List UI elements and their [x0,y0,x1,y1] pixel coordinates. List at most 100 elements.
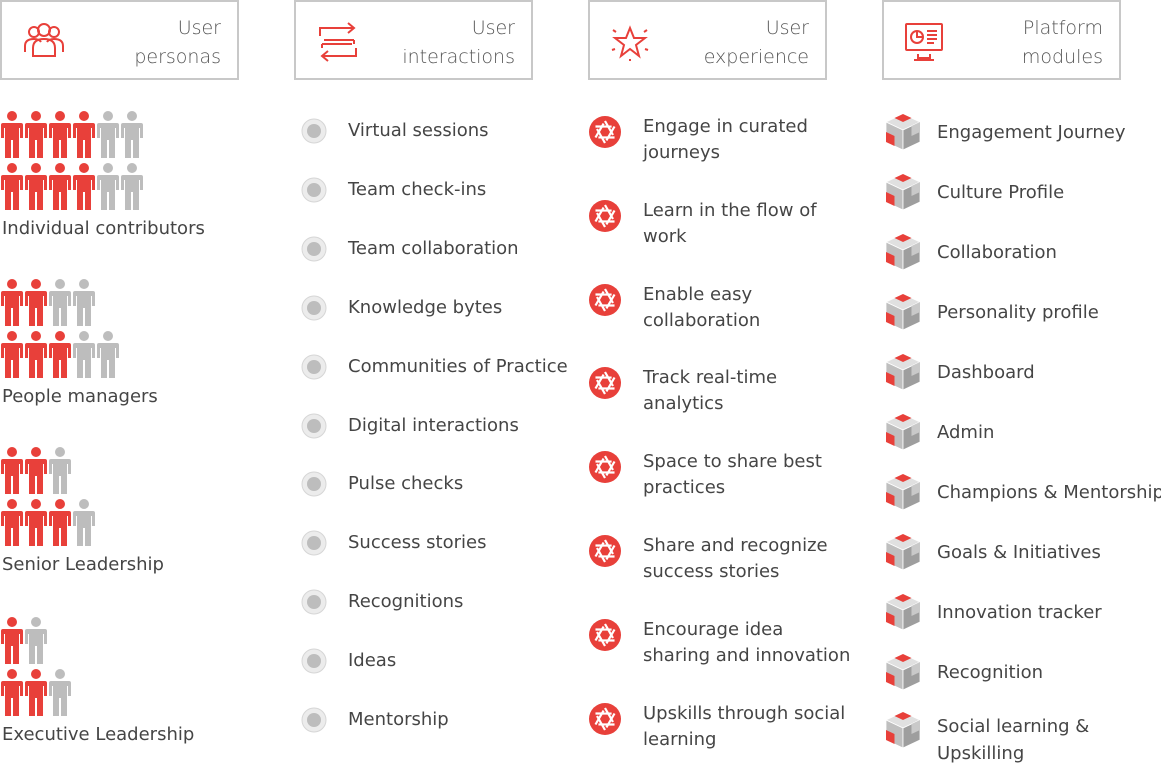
person-icon [97,163,119,210]
interaction-item: Pulse checks [348,473,464,495]
person-icon [1,669,23,716]
experience-item-line2: analytics [643,393,724,415]
interaction-item: Knowledge bytes [348,296,503,318]
experience-item-line2: practices [643,477,726,499]
person-icon [121,111,143,158]
cube-module-icon [885,653,921,691]
person-icon [49,163,71,210]
cube-module-icon [885,413,921,451]
radio-bullet-icon [301,589,327,615]
cube-module-icon [885,233,921,271]
interaction-item: Team collaboration [348,237,519,259]
interaction-item: Team check-ins [348,178,487,200]
aperture-icon [589,116,621,148]
person-icon [25,279,47,326]
interaction-item: Virtual sessions [348,120,489,141]
person-icon [97,331,119,378]
radio-bullet-icon [301,177,327,203]
cube-module-icon [885,293,921,331]
experience-item-line1: Learn in the flow of [643,199,817,221]
person-icon [49,279,71,326]
person-icon [73,111,95,158]
person-icon [1,331,23,378]
aperture-icon [589,283,621,316]
module-item: Engagement Journey [937,122,1126,143]
person-icon [97,111,119,158]
persona-people-row [0,110,144,160]
interaction-item: Communities of Practice [348,355,568,377]
experience-item-line1: Enable easy [643,283,753,305]
person-icon [25,331,47,378]
module-item: Champions & Mentorship [937,482,1161,503]
person-icon [1,163,23,210]
cube-module-icon [885,473,921,511]
radio-bullet-icon [301,471,327,497]
interaction-item: Mentorship [348,709,449,730]
arrows-exchange-icon [319,22,357,62]
dashboard-monitor-icon [905,23,943,61]
radio-bullet-icon [301,530,327,556]
module-item-line1: Social learning & [937,716,1090,737]
experience-item-line2: learning [643,728,717,750]
persona-people-row [0,330,120,380]
person-icon [1,111,23,158]
module-item: Dashboard [937,362,1035,383]
person-icon [25,499,47,546]
radio-bullet-icon [301,236,327,262]
person-icon [49,111,71,158]
persona-people-row [0,162,144,212]
radio-bullet-icon [301,413,327,438]
person-icon [25,447,47,494]
cube-module-icon [885,173,921,211]
module-item: Personality profile [937,302,1099,323]
person-icon [1,499,23,546]
experience-item-line2: journeys [643,142,721,163]
interaction-item: Ideas [348,650,397,672]
person-icon [1,447,23,494]
persona-label: People managers [2,386,158,407]
radio-bullet-icon [301,707,327,733]
cube-module-icon [885,593,921,631]
module-item-line2: Upskilling [937,743,1025,764]
cube-module-icon [885,711,921,749]
module-item: Culture Profile [937,182,1065,203]
person-icon [49,669,71,716]
cube-module-icon [885,353,921,391]
persona-label: Senior Leadership [2,554,164,575]
module-item: Collaboration [937,242,1057,263]
star-icon [611,25,649,61]
aperture-icon [589,451,621,484]
experience-item-line2: sharing and innovation [643,644,851,666]
persona-people-row [0,616,48,666]
radio-bullet-icon [301,118,327,144]
experience-item-line2: success stories [643,561,780,582]
module-item: Goals & Initiatives [937,542,1101,563]
person-icon [121,163,143,210]
person-icon [73,331,95,378]
cube-module-icon [885,533,921,571]
person-icon [73,499,95,546]
cube-module-icon [885,113,921,151]
radio-bullet-icon [301,648,327,674]
person-icon [49,447,71,494]
person-icon [25,669,47,716]
experience-item-line2: collaboration [643,309,761,331]
persona-people-row [0,498,96,548]
module-item: Innovation tracker [937,602,1102,623]
persona-people-row [0,446,72,496]
users-icon [24,23,64,57]
person-icon [1,279,23,326]
person-icon [25,163,47,210]
experience-item-line1: Engage in curated [643,116,808,137]
aperture-icon [589,618,621,651]
person-icon [25,111,47,158]
person-icon [49,331,71,378]
